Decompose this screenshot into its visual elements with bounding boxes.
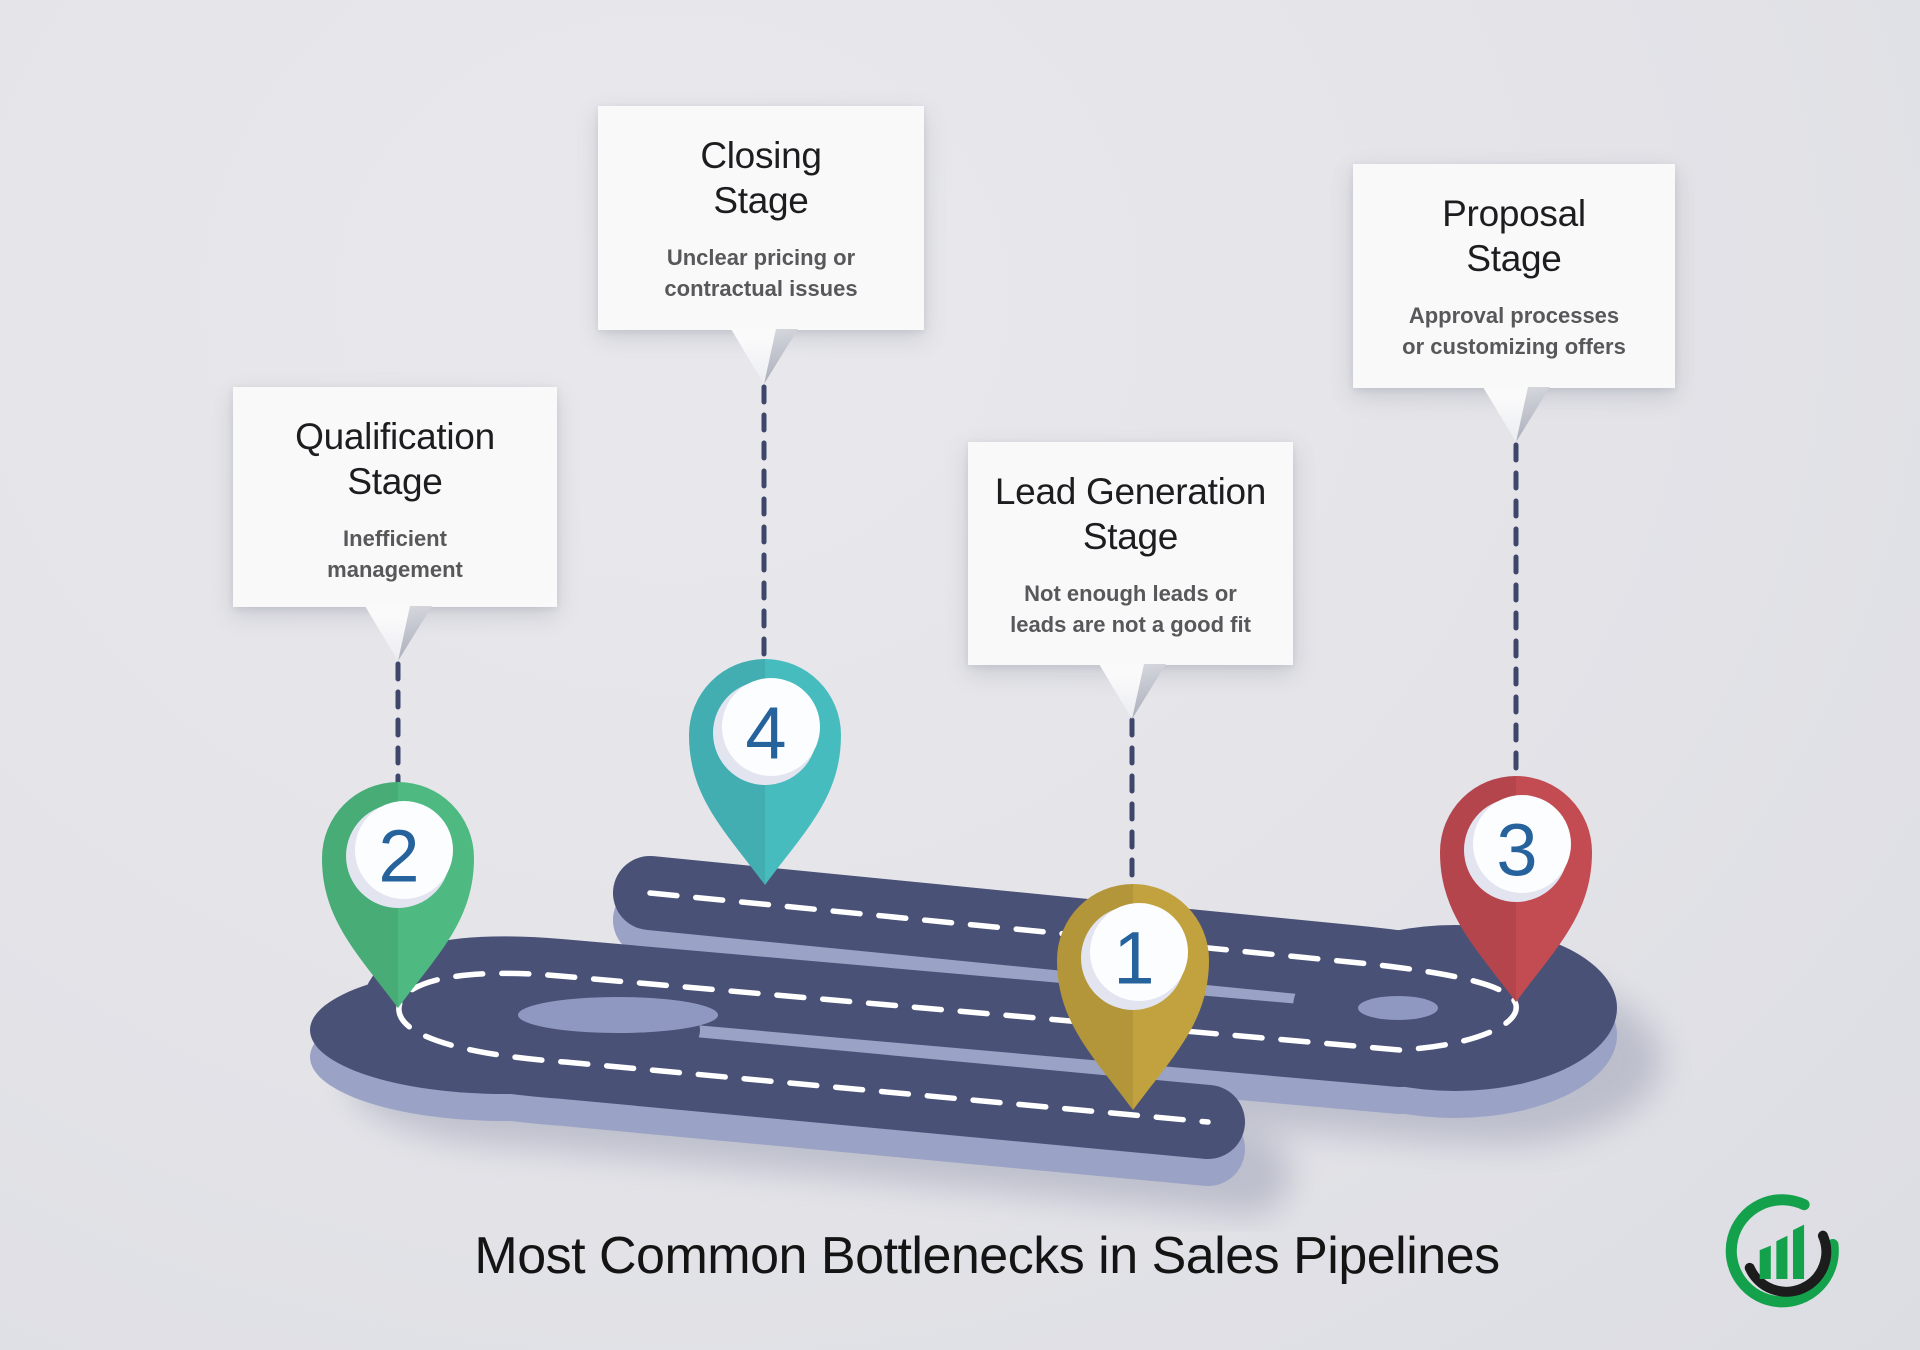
map-pin-lead-generation: 1 [1057, 884, 1209, 1110]
callout-title: Qualification Stage [295, 416, 495, 503]
pin-disc [355, 801, 453, 899]
pin-number: 1 [1113, 917, 1154, 1000]
left-turn-inner-island [518, 997, 718, 1033]
callout-description: Inefficient management [327, 526, 463, 583]
tail-pointer [1483, 387, 1528, 442]
tail-pointer [731, 329, 776, 384]
callout-description: Approval processes or customizing offers [1402, 303, 1626, 360]
pin-disc [722, 678, 820, 776]
map-pin-closing: 4 [689, 659, 841, 885]
logo-green-swoosh-icon [1725, 1194, 1839, 1308]
callout-proposal: Proposal Stage Approval processes or cus… [1353, 164, 1675, 388]
callout-lead-generation: Lead Generation Stage Not enough leads o… [968, 442, 1293, 665]
pin-number: 4 [745, 692, 786, 775]
map-pin-qualification: 2 [322, 782, 474, 1008]
road-centerline-dashes [396, 890, 1519, 1125]
tail-pointer [365, 606, 410, 661]
pin-number: 3 [1496, 809, 1537, 892]
growth-chart-logo [1725, 1194, 1839, 1308]
callout-tail [332, 606, 462, 662]
right-turn-inner-island [1358, 996, 1438, 1020]
callout-title: Lead Generation Stage [994, 471, 1267, 558]
callout-qualification: Qualification Stage Inefficient manageme… [233, 387, 557, 607]
callout-tail [1450, 387, 1580, 443]
callout-tail [698, 329, 828, 385]
pin-disc [1090, 903, 1188, 1001]
tail-pointer [1099, 664, 1144, 719]
logo-bars-icon [1759, 1224, 1805, 1279]
callout-tail [1066, 664, 1196, 720]
logo-black-swoosh-icon [1744, 1230, 1832, 1297]
callout-title: Proposal Stage [1442, 193, 1586, 280]
callout-title: Closing Stage [700, 135, 822, 222]
callout-description: Not enough leads or leads are not a good… [1010, 581, 1251, 638]
infographic-title: Most Common Bottlenecks in Sales Pipelin… [474, 1227, 1500, 1285]
map-pin-proposal: 3 [1440, 776, 1592, 1002]
callout-description: Unclear pricing or contractual issues [664, 245, 858, 302]
pin-disc [1473, 795, 1571, 893]
pin-number: 2 [378, 815, 419, 898]
callout-closing: Closing Stage Unclear pricing or contrac… [598, 106, 924, 330]
